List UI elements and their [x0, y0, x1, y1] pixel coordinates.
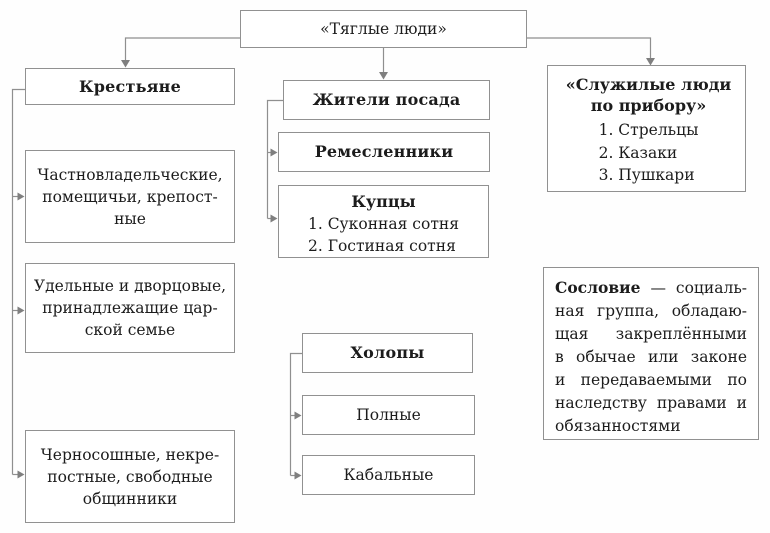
merchants-box: Купцы 1. Суконная сотня 2. Гостиная сотн…	[278, 185, 489, 258]
service-people-list-item: 2. Казаки	[598, 143, 678, 162]
arrowheads	[17, 58, 655, 480]
slaves-full-box: Полные	[302, 395, 475, 435]
merchants-list-item: 1. Суконная сотня	[307, 215, 460, 233]
peasants-header-box: Крестьяне	[25, 68, 235, 105]
slaves-bonded-box: Кабальные	[302, 455, 475, 495]
service-people-list-item: 3. Пушкари	[598, 166, 695, 184]
definition-term: Сословие	[555, 278, 641, 297]
peasants-black-sown-box: Черносошные, некре- постные, свободные о…	[25, 430, 235, 523]
definition-box: Сословие — социаль- ная группа, обладаю-…	[543, 267, 759, 440]
merchants-list-item: 2. Гостиная сотня	[307, 237, 456, 255]
merchants-header: Купцы	[351, 192, 416, 211]
service-people-list: 1. Стрельцы 2. Казаки 3. Пушкари	[599, 119, 699, 187]
craftsmen-box: Ремесленники	[278, 132, 490, 172]
definition-text: — социаль- ная группа, обладаю- щая закр…	[555, 279, 747, 435]
service-people-header: «Служилые люди по прибору»	[565, 75, 732, 115]
root-box-tyaglye-lyudi: «Тяглые люди»	[240, 10, 527, 48]
merchants-list: 1. Суконная сотня 2. Гостиная сотня	[308, 213, 459, 257]
townspeople-header-box: Жители посада	[283, 80, 490, 120]
slaves-header-box: Холопы	[302, 333, 473, 373]
peasants-appanage-box: Удельные и дворцовые, принадлежащие цар-…	[25, 263, 235, 353]
service-people-list-item: 1. Стрельцы	[598, 121, 699, 139]
service-people-box: «Служилые люди по прибору» 1. Стрельцы 2…	[547, 65, 746, 192]
peasants-private-box: Частновладельческие, помещичьи, крепост-…	[25, 150, 235, 243]
